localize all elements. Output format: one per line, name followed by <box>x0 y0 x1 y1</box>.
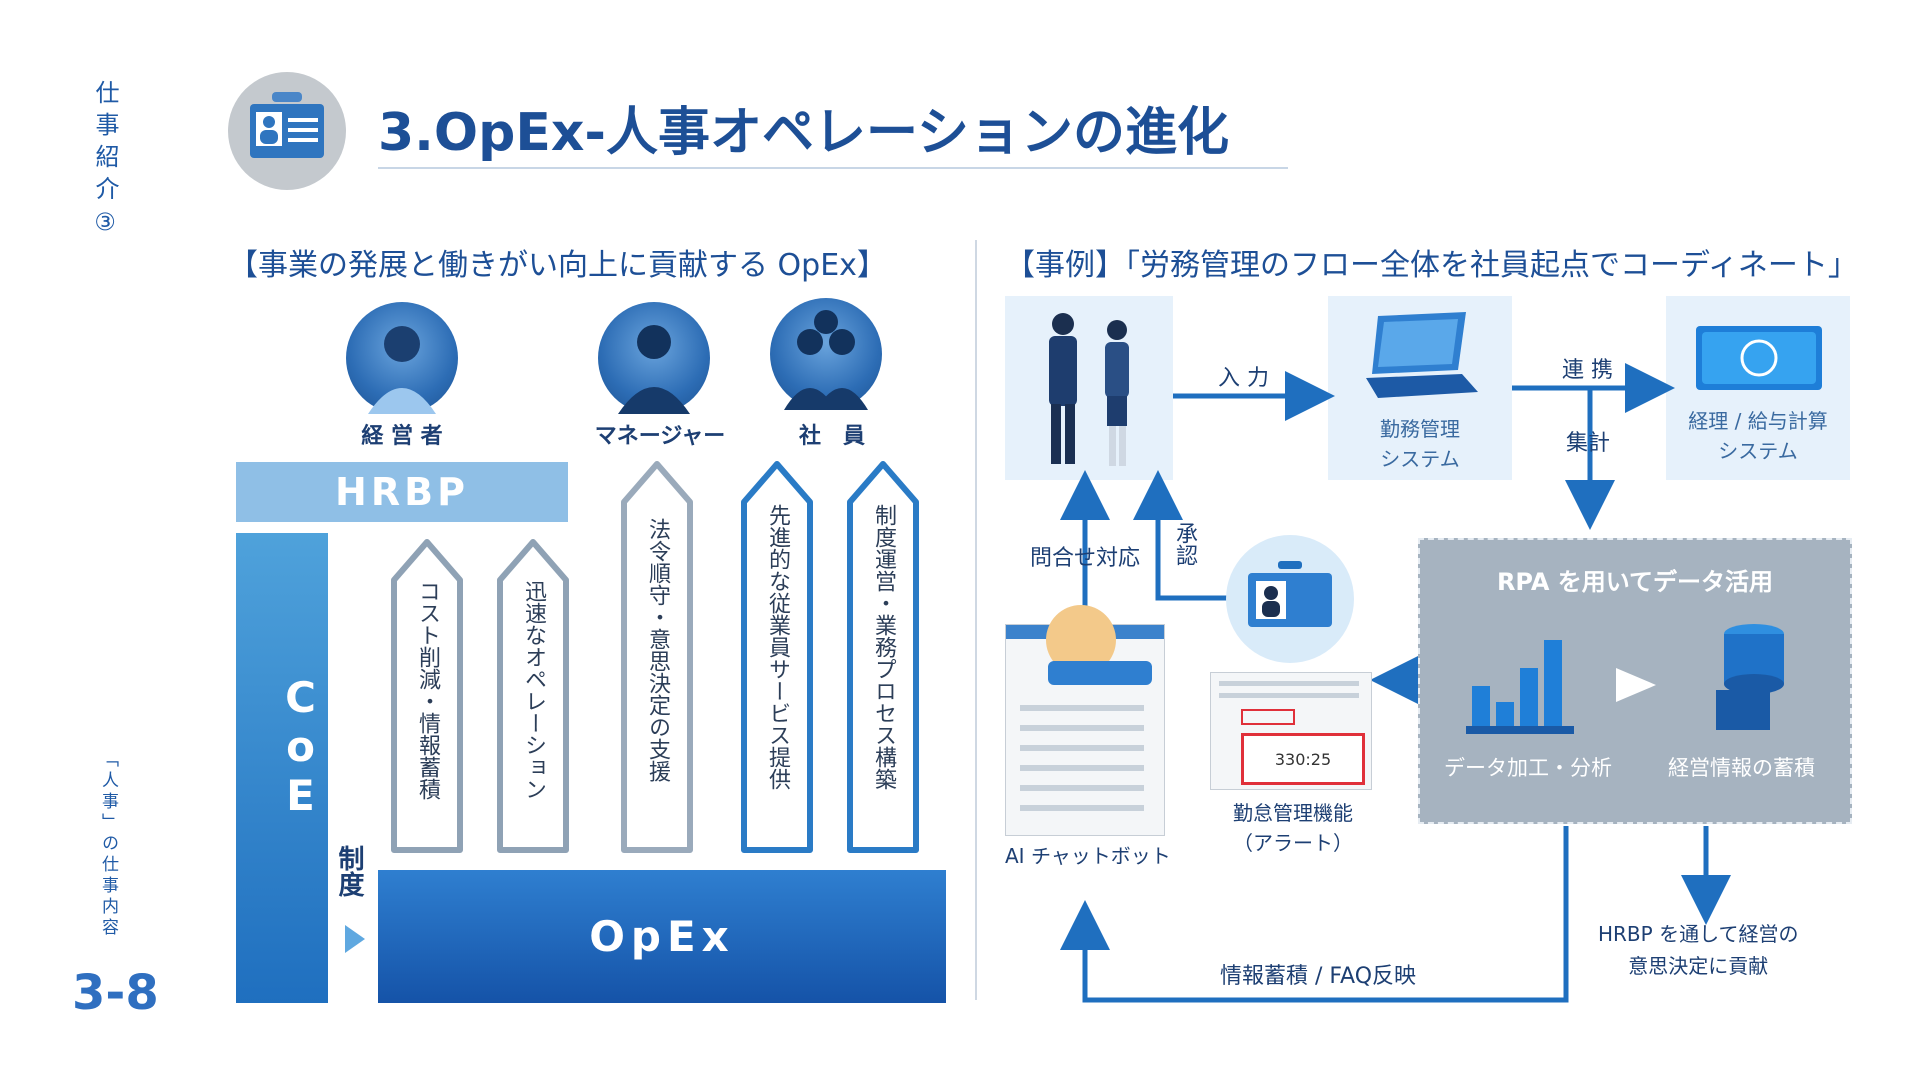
alert-function-label: 勤怠管理機能 （アラート） <box>1233 801 1353 855</box>
role-label-executive: 経 営 者 <box>361 424 443 449</box>
right-heading: 【事例】「労務管理のフロー全体を社員起点でコーディネート」 <box>1005 248 1858 283</box>
coe-label: CoE <box>276 673 325 820</box>
pillar-quick-operation: 迅速なオペレーション <box>496 536 570 854</box>
seido-arrow-icon <box>345 925 365 953</box>
alert-screen: 330:25 <box>1210 672 1372 790</box>
alert-value: 330:25 <box>1241 733 1365 785</box>
aggregate-label: 集計 <box>1566 431 1611 456</box>
payroll-system-box: 経理 / 給与計算 システム <box>1666 296 1850 480</box>
inquiry-label: 問合せ対応 <box>1030 546 1141 571</box>
title-underline <box>378 167 1288 169</box>
pillar-label: 迅速なオペレーション <box>521 580 546 800</box>
hrbp-bar: HRBP <box>236 462 568 522</box>
attendance-system-label: 勤務管理 システム <box>1380 417 1460 471</box>
role-label-employees: 社 員 <box>798 424 865 449</box>
pillar-label: 制度運営・業務プロセス構築 <box>871 504 896 790</box>
coe-bar: CoE <box>236 533 328 1003</box>
bar-chart-icon <box>1466 640 1574 734</box>
ai-chatbot-label: AI チャットボット <box>1005 844 1171 868</box>
rpa-panel: RPA を用いてデータ活用 データ加工・分析 経営情報の蓄積 <box>1418 538 1852 824</box>
business-people-icon <box>1049 313 1129 466</box>
rpa-processing-label: データ加工・分析 <box>1444 756 1612 780</box>
approval-label: 承認 <box>1172 522 1197 566</box>
pillar-label: 先進的な従業員サービス提供 <box>765 504 790 790</box>
feedback-label: 情報蓄積 / FAQ反映 <box>1220 964 1417 989</box>
page-title: 3.OpEx-人事オペレーションの進化 <box>378 103 1229 163</box>
link-label: 連 携 <box>1562 358 1613 383</box>
ai-chatbot-screen <box>1005 605 1165 836</box>
pillar-label: 法令順守・意思決定の支援 <box>645 518 670 782</box>
input-label: 入 力 <box>1218 366 1269 391</box>
employees-box <box>1005 296 1173 480</box>
manager-avatar <box>598 302 710 414</box>
laptop-icon <box>1366 312 1478 398</box>
employees-avatar <box>770 298 882 410</box>
page-number: 3-8 <box>72 965 159 1021</box>
database-chip-icon <box>1716 624 1784 730</box>
rpa-title: RPA を用いてデータ活用 <box>1496 568 1774 596</box>
section-label: 仕事紹介③ <box>91 80 119 244</box>
role-label-manager: マネージャー <box>594 424 726 449</box>
pillar-cost-reduction: コスト削減・情報蓄積 <box>390 536 464 854</box>
attendance-system-box: 勤務管理 システム <box>1328 296 1512 480</box>
seido-label: 制度 <box>334 845 364 897</box>
payroll-card-icon <box>1696 326 1822 390</box>
pillar-label: コスト削減・情報蓄積 <box>415 580 440 800</box>
executive-avatar <box>346 302 458 414</box>
vertical-divider <box>975 240 977 1000</box>
id-card-icon <box>228 72 346 190</box>
arrow-right-icon <box>1616 668 1656 702</box>
opex-bar: OpEx <box>378 870 946 1003</box>
hrbp-contribution-label: HRBP を通して経営の 意思決定に貢献 <box>1598 922 1799 978</box>
pillar-employee-service: 先進的な従業員サービス提供 <box>740 458 814 854</box>
approver-icon <box>1226 535 1354 663</box>
pillar-system-operation: 制度運営・業務プロセス構築 <box>846 458 920 854</box>
left-heading: 【事業の発展と働きがい向上に貢献する OpEx】 <box>228 248 887 283</box>
sub-section-label: 「人事」の仕事内容 <box>98 750 118 939</box>
rpa-storage-label: 経営情報の蓄積 <box>1668 756 1815 780</box>
pillar-compliance: 法令順守・意思決定の支援 <box>620 458 694 854</box>
payroll-system-label: 経理 / 給与計算 システム <box>1688 409 1828 463</box>
